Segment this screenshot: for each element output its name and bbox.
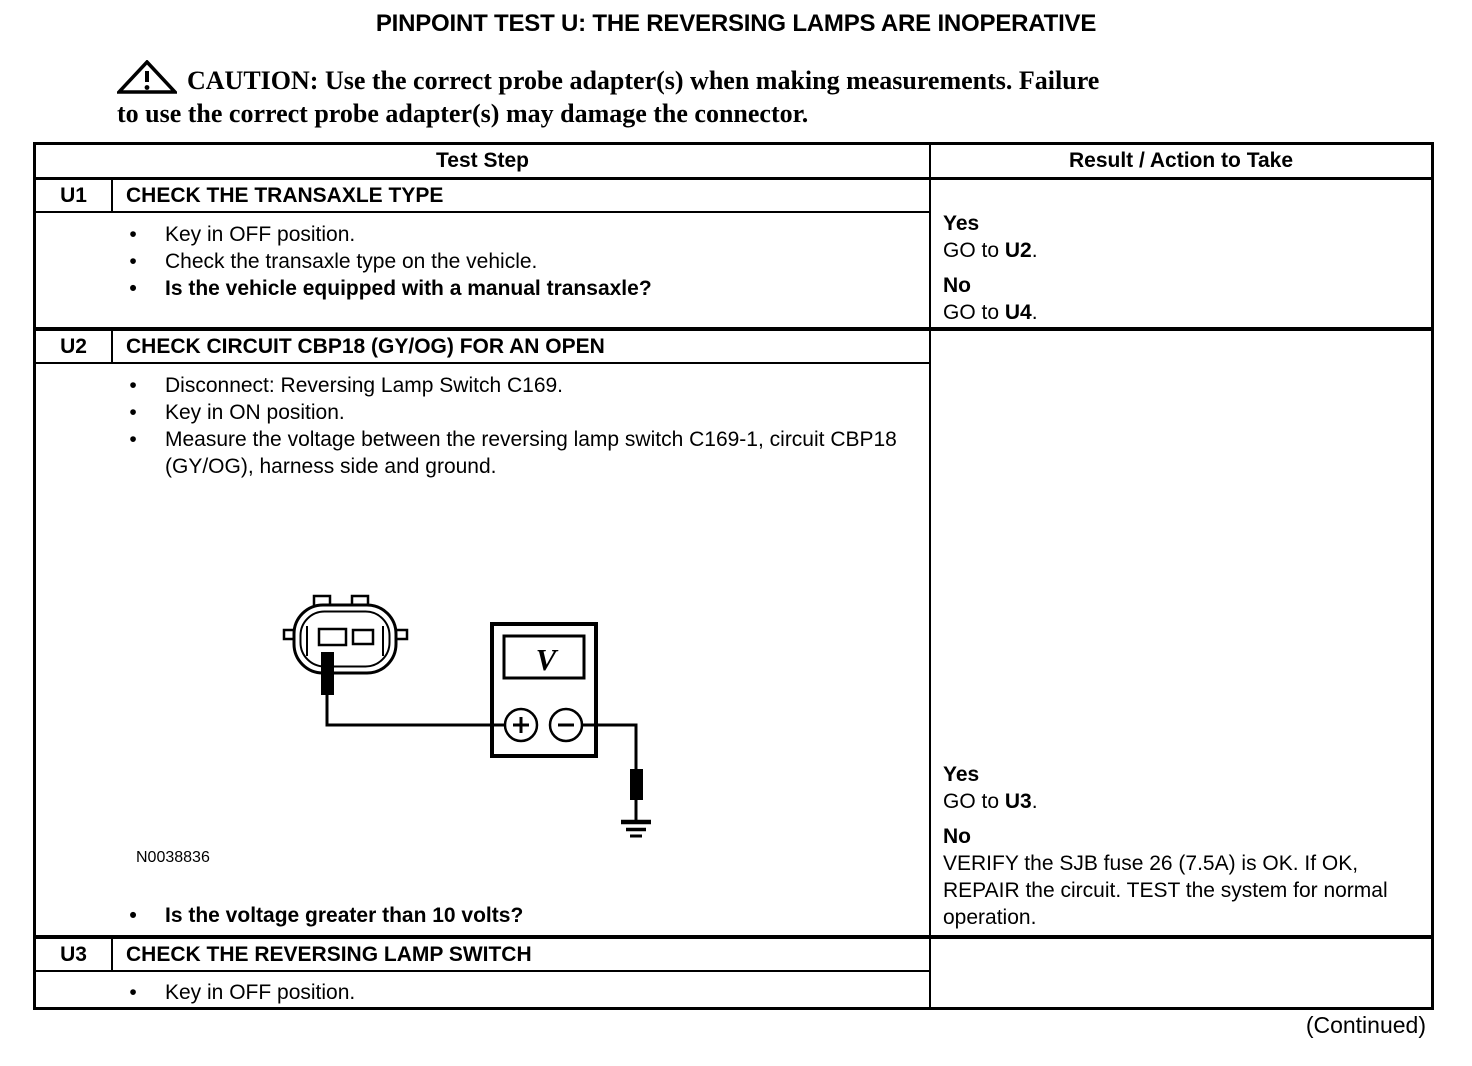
bullet-icon: •: [129, 277, 137, 300]
result-action: GO to U2.: [943, 239, 1038, 262]
step-body-u2: • Disconnect: Reversing Lamp Switch C169…: [36, 364, 929, 935]
bullet-icon: •: [129, 223, 137, 246]
step-title-u2: CHECK CIRCUIT CBP18 (GY/OG) FOR AN OPEN: [126, 334, 605, 358]
result-action: GO to U3.: [943, 790, 1038, 813]
plus-terminal-icon: [503, 707, 539, 743]
bullet-icon: •: [129, 374, 137, 397]
column-header-test-step: Test Step: [36, 145, 931, 177]
figure-label: N0038836: [136, 849, 210, 866]
bullet-icon: •: [129, 401, 137, 424]
step-id-u2: U2: [36, 331, 113, 362]
step-title-u3: CHECK THE REVERSING LAMP SWITCH: [126, 942, 532, 966]
result-cell-u2: Yes GO to U3. No VERIFY the SJB fuse 26 …: [931, 331, 1431, 935]
probe-positive-icon: [321, 652, 334, 695]
step-title-u1: CHECK THE TRANSAXLE TYPE: [126, 183, 444, 207]
result-no: No VERIFY the SJB fuse 26 (7.5A) is OK. …: [943, 823, 1423, 931]
positive-lead-wire: [325, 695, 521, 727]
step-id-u1: U1: [36, 180, 113, 211]
step-instruction: • Disconnect: Reversing Lamp Switch C169…: [36, 372, 929, 399]
result-no: No GO to U4.: [943, 272, 1423, 326]
caution-note: CAUTION: Use the correct probe adapter(s…: [117, 60, 1377, 130]
continued-label: (Continued): [1305, 1012, 1426, 1038]
step-instruction: • Key in OFF position.: [36, 979, 929, 1006]
result-cell-u1: Yes GO to U2. No GO to U4.: [931, 180, 1431, 327]
connector-icon: [282, 594, 409, 675]
negative-lead-wire: [566, 723, 638, 771]
step-instruction: • Check the transaxle type on the vehicl…: [36, 248, 929, 275]
step-header-u1: U1 CHECK THE TRANSAXLE TYPE: [36, 180, 929, 213]
caution-text-line2: to use the correct probe adapter(s) may …: [117, 99, 809, 128]
step-header-u3: U3 CHECK THE REVERSING LAMP SWITCH: [36, 939, 929, 972]
table-row-step-u2: U2 CHECK CIRCUIT CBP18 (GY/OG) FOR AN OP…: [36, 331, 1431, 939]
table-row-step-u3: U3 CHECK THE REVERSING LAMP SWITCH • Key…: [36, 939, 1431, 1007]
result-yes: Yes GO to U3.: [943, 761, 1423, 815]
result-yes: Yes GO to U2.: [943, 210, 1423, 264]
column-header-result: Result / Action to Take: [1068, 149, 1294, 172]
result-cell-u3: [931, 939, 1431, 1007]
step-instruction: • Key in ON position.: [36, 399, 929, 426]
bullet-icon: •: [129, 250, 137, 273]
ground-symbol-icon: [621, 819, 651, 838]
meter-display-label: V: [536, 642, 559, 677]
step-instruction: • Key in OFF position.: [36, 221, 929, 248]
step-body-u3: • Key in OFF position.: [36, 972, 929, 1007]
voltmeter: V: [490, 622, 598, 758]
warning-triangle-icon: [117, 60, 177, 94]
table-row-step-u1: U1 CHECK THE TRANSAXLE TYPE • Key in OFF…: [36, 180, 1431, 331]
table-header-row: Test Step Result / Action to Take: [36, 145, 1431, 180]
step-instruction: • Measure the voltage between the revers…: [36, 426, 929, 480]
bullet-icon: •: [129, 428, 137, 451]
bullet-icon: •: [129, 981, 137, 1004]
caution-text-line1: CAUTION: Use the correct probe adapter(s…: [187, 66, 1100, 95]
minus-terminal-icon: [548, 707, 584, 743]
step-question: • Is the voltage greater than 10 volts?: [36, 902, 929, 929]
voltage-measurement-diagram: V: [282, 594, 651, 838]
pinpoint-test-table: Test Step Result / Action to Take U1 CHE…: [33, 142, 1434, 1010]
step-header-u2: U2 CHECK CIRCUIT CBP18 (GY/OG) FOR AN OP…: [36, 331, 929, 364]
step-id-u3: U3: [36, 939, 113, 970]
step-body-u1: • Key in OFF position. • Check the trans…: [36, 213, 929, 327]
bullet-icon: •: [129, 904, 137, 927]
probe-negative-icon: [630, 769, 643, 800]
step-question: • Is the vehicle equipped with a manual …: [36, 275, 929, 302]
result-action: VERIFY the SJB fuse 26 (7.5A) is OK. If …: [943, 852, 1388, 929]
result-action: GO to U4.: [943, 301, 1038, 324]
page-title: PINPOINT TEST U: THE REVERSING LAMPS ARE…: [375, 10, 1097, 37]
